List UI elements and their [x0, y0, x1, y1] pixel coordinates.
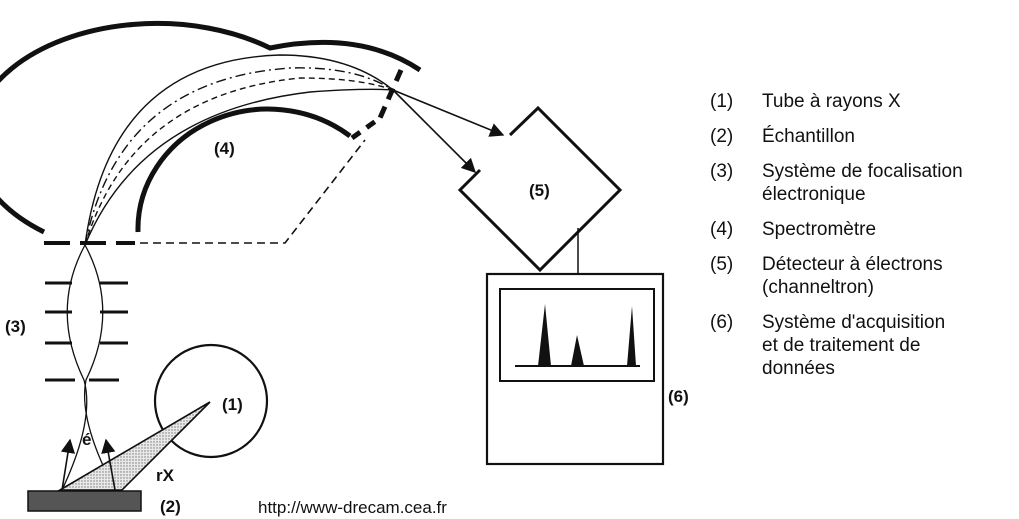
inner-hemisphere	[135, 106, 352, 233]
legend-item: (5) Détecteur à électrons(channeltron)	[710, 253, 1015, 299]
source-url: http://www-drecam.cea.fr	[258, 498, 447, 517]
legend: (1) Tube à rayons X (2) Échantillon (3) Systè…	[710, 90, 1015, 392]
legend-line: électronique	[762, 184, 866, 205]
base-dashed-line	[140, 139, 366, 244]
arrow-to-detector-1	[392, 89, 505, 137]
legend-line: Tube à rayons X	[762, 91, 901, 112]
trajectory-solid-outer	[84, 54, 394, 246]
focusing-system	[45, 244, 128, 491]
xray-beam	[57, 401, 211, 491]
legend-item: (1) Tube à rayons X	[710, 90, 1015, 113]
sample-plate	[27, 490, 142, 512]
label-electron: é	[82, 430, 91, 449]
legend-line: Système de focalisation	[762, 161, 963, 182]
trajectory-dashed	[84, 77, 394, 246]
legend-number: (6)	[710, 312, 734, 333]
legend-text: Tube à rayons X	[762, 90, 1015, 113]
legend-line: Spectromètre	[762, 219, 877, 240]
legend-item: (4) Spectromètre	[710, 218, 1015, 241]
legend-text: Détecteur à électrons(channeltron)	[762, 253, 1015, 299]
label-detector: (5)	[529, 181, 550, 200]
spectrum-peak-2	[571, 335, 584, 366]
spectrum-peak-1	[538, 304, 551, 366]
legend-text: Spectromètre	[762, 218, 1015, 241]
legend-line: et de traitement de	[762, 335, 921, 356]
electron-trajectories	[84, 54, 505, 246]
trajectory-solid-inner	[84, 88, 394, 246]
arrow-to-detector-2	[392, 89, 477, 174]
legend-line: Détecteur à électrons	[762, 254, 943, 275]
label-xray: rX	[156, 466, 175, 485]
legend-number: (2)	[710, 126, 734, 147]
label-tube: (1)	[222, 395, 243, 414]
detector-body	[457, 105, 623, 273]
electron-arrow-right	[101, 438, 116, 491]
legend-text: Échantillon	[762, 125, 1015, 148]
focused-beam-right	[83, 244, 116, 491]
electron-arrow-left	[60, 438, 76, 491]
outer-hemisphere	[0, 20, 422, 235]
trajectory-dash-dot	[84, 67, 394, 246]
spectrum-peak-3	[627, 306, 636, 366]
label-sample: (2)	[160, 497, 181, 516]
legend-number: (4)	[710, 219, 734, 240]
legend-line: (channeltron)	[762, 277, 874, 298]
acquisition-unit	[485, 272, 665, 466]
acquisition-screen	[499, 288, 655, 382]
legend-number: (1)	[710, 91, 734, 112]
spectrometer-hemispheres	[0, 20, 422, 245]
legend-line: données	[762, 358, 835, 379]
legend-line: Échantillon	[762, 126, 855, 147]
outer-dashed-segment	[377, 68, 404, 120]
label-focusing: (3)	[5, 317, 26, 336]
legend-number: (5)	[710, 254, 734, 275]
legend-line: Système d'acquisition	[762, 312, 946, 333]
legend-number: (3)	[710, 161, 734, 182]
legend-item: (2) Échantillon	[710, 125, 1015, 148]
xray-tube	[153, 343, 269, 459]
focused-beam-left	[61, 244, 88, 491]
inner-dashed-edge	[350, 115, 382, 141]
label-spectrometer: (4)	[214, 139, 235, 158]
label-acquisition: (6)	[668, 387, 689, 406]
